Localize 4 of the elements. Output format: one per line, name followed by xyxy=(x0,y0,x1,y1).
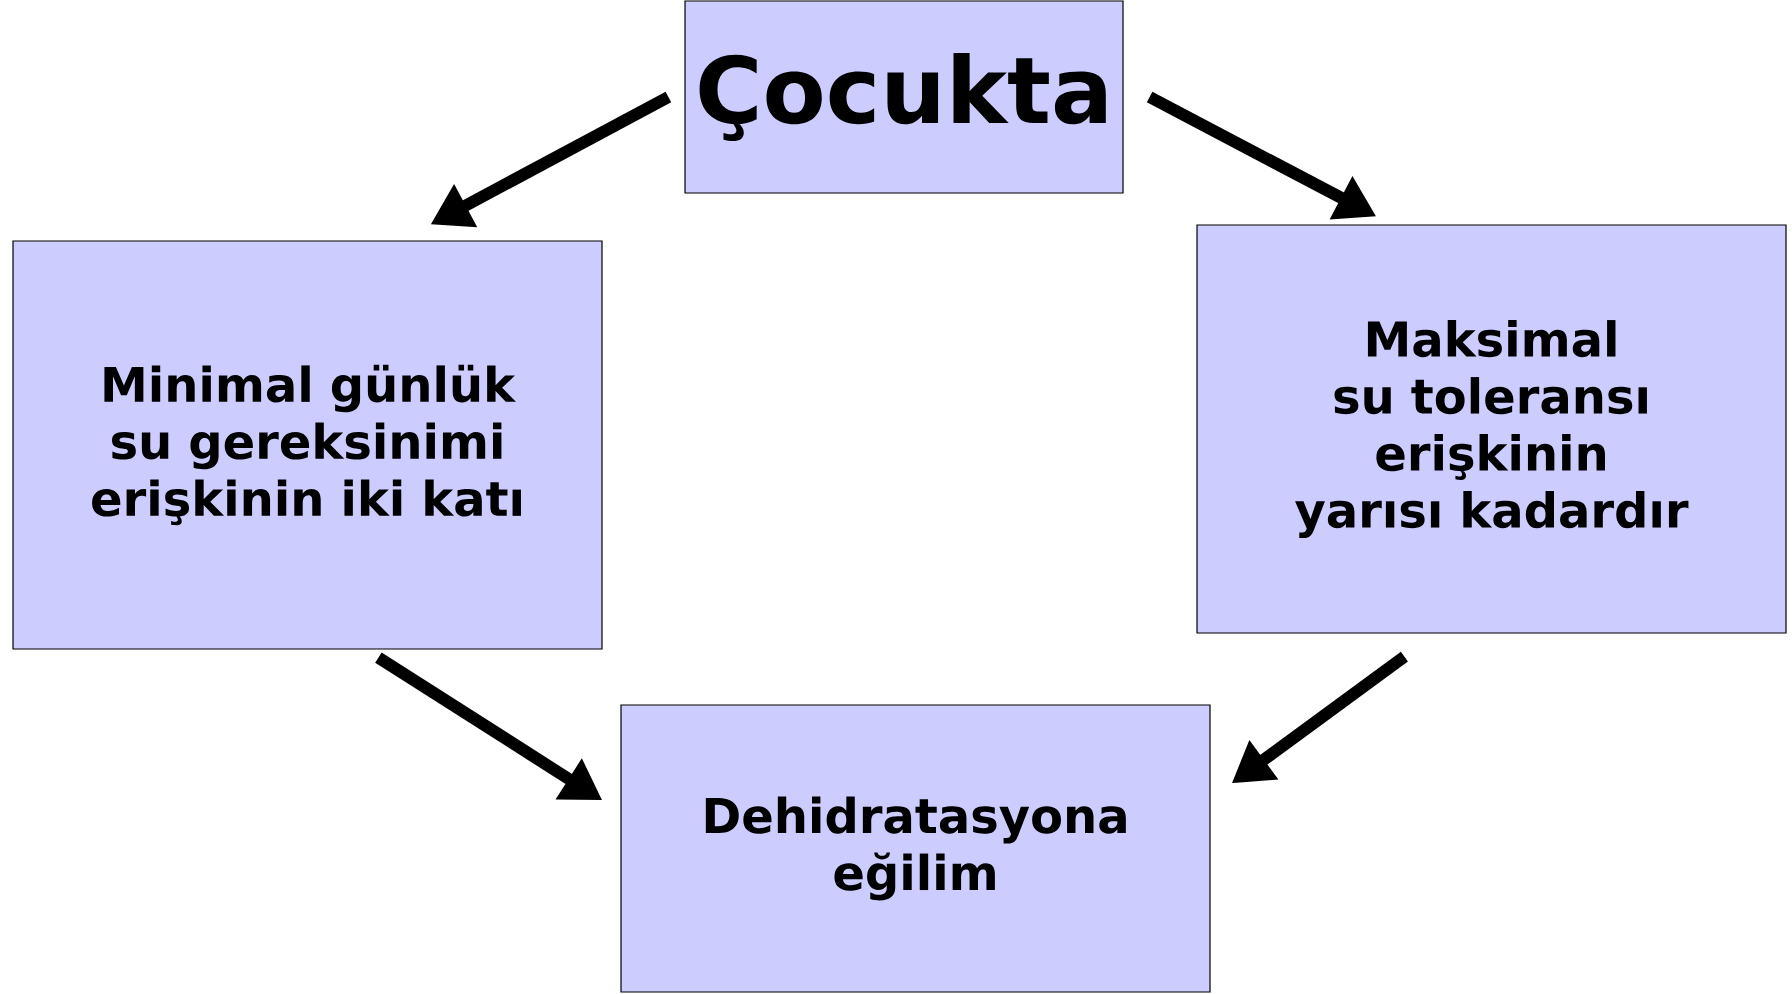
title-box: Çocukta xyxy=(684,0,1124,194)
process-box: Dehidratasyona eğilim xyxy=(620,704,1211,993)
process-box: Minimal günlük su gereksinimi erişkinin iki katı xyxy=(12,240,603,650)
process-box: Maksimal su toleransı erişkinin yarısı kadardır xyxy=(1196,224,1787,634)
